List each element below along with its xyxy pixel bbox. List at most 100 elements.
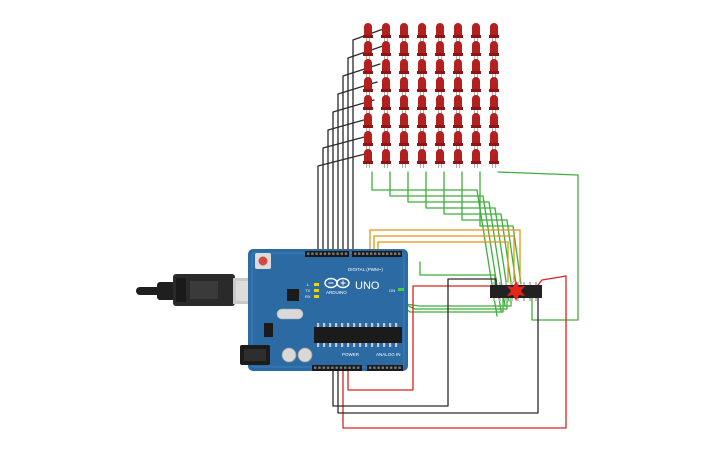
led xyxy=(363,113,373,132)
wire[interactable] xyxy=(369,229,521,283)
capacitor-icon xyxy=(281,347,313,363)
led xyxy=(435,41,445,60)
usb-cable-icon xyxy=(136,274,267,306)
led xyxy=(435,131,445,150)
power-label: POWER xyxy=(342,352,360,357)
wire[interactable] xyxy=(407,171,506,307)
led xyxy=(417,23,427,42)
led xyxy=(363,95,373,114)
wire[interactable] xyxy=(419,261,496,286)
wire[interactable] xyxy=(342,275,567,429)
led xyxy=(489,149,499,168)
led xyxy=(363,23,373,42)
led xyxy=(471,77,481,96)
led xyxy=(363,59,373,78)
wire[interactable] xyxy=(317,153,366,254)
led xyxy=(453,131,463,150)
led xyxy=(435,95,445,114)
led xyxy=(399,59,409,78)
wire[interactable] xyxy=(389,171,502,312)
analog-header xyxy=(367,365,403,371)
digital-label: DIGITAL (PWM~) xyxy=(348,267,383,272)
led-on xyxy=(398,288,404,291)
wire[interactable] xyxy=(479,171,522,285)
regulator-chip xyxy=(264,323,273,337)
svg-text:ARDUINO: ARDUINO xyxy=(326,290,347,295)
reset-button-icon[interactable] xyxy=(255,253,271,269)
led xyxy=(417,59,427,78)
arduino-infinity-logo: ARDUINO xyxy=(324,277,350,295)
wire[interactable] xyxy=(327,117,372,254)
led xyxy=(417,95,427,114)
wire[interactable] xyxy=(461,171,518,292)
led xyxy=(453,77,463,96)
led xyxy=(435,149,445,168)
led xyxy=(417,77,427,96)
wire[interactable] xyxy=(322,135,369,254)
analog-label: ANALOG IN xyxy=(376,352,401,357)
usb-chip xyxy=(287,289,299,301)
wires-layer xyxy=(317,27,579,429)
shift-register-ic[interactable] xyxy=(490,281,542,301)
led xyxy=(471,59,481,78)
led xyxy=(417,113,427,132)
crystal-icon xyxy=(276,308,304,320)
led xyxy=(471,23,481,42)
led xyxy=(453,41,463,60)
wire[interactable] xyxy=(332,99,375,254)
led xyxy=(363,41,373,60)
led xyxy=(471,149,481,168)
led xyxy=(381,113,391,132)
led xyxy=(399,77,409,96)
led xyxy=(381,131,391,150)
ic-highlight-marker xyxy=(507,281,525,301)
led xyxy=(381,23,391,42)
led xyxy=(489,113,499,132)
wire[interactable] xyxy=(352,27,387,254)
brand-label: UNO xyxy=(355,280,380,292)
led xyxy=(399,23,409,42)
wire[interactable] xyxy=(497,171,579,321)
led xyxy=(399,113,409,132)
led xyxy=(417,41,427,60)
wire[interactable] xyxy=(371,171,498,317)
wire[interactable] xyxy=(443,171,514,297)
led xyxy=(489,77,499,96)
wire[interactable] xyxy=(337,297,539,414)
led xyxy=(435,113,445,132)
led xyxy=(417,131,427,150)
atmega-chip xyxy=(314,323,402,347)
led xyxy=(399,131,409,150)
led xyxy=(471,95,481,114)
led xyxy=(435,23,445,42)
rx-label: RX xyxy=(305,294,311,299)
on-label: ON xyxy=(389,288,395,293)
wire[interactable] xyxy=(373,235,515,283)
led xyxy=(435,59,445,78)
wire[interactable] xyxy=(332,278,497,407)
digital-header-right xyxy=(352,251,402,257)
led xyxy=(381,41,391,60)
led-matrix xyxy=(363,23,499,168)
led xyxy=(471,41,481,60)
led xyxy=(489,131,499,150)
led xyxy=(489,59,499,78)
led xyxy=(417,149,427,168)
wire[interactable] xyxy=(377,241,509,283)
tx-label: TX xyxy=(305,288,310,293)
wire[interactable] xyxy=(425,171,510,302)
led-l xyxy=(314,283,319,286)
led xyxy=(399,95,409,114)
led xyxy=(399,41,409,60)
led xyxy=(471,113,481,132)
led xyxy=(453,149,463,168)
led xyxy=(489,23,499,42)
led xyxy=(453,59,463,78)
led-rx xyxy=(314,295,319,298)
arduino-uno-board[interactable]: L TX RX ON ARDUINO UNO DIGITAL (PWM~) PO… xyxy=(240,249,408,371)
wire[interactable] xyxy=(347,285,501,391)
led xyxy=(435,77,445,96)
led xyxy=(381,59,391,78)
led xyxy=(381,95,391,114)
